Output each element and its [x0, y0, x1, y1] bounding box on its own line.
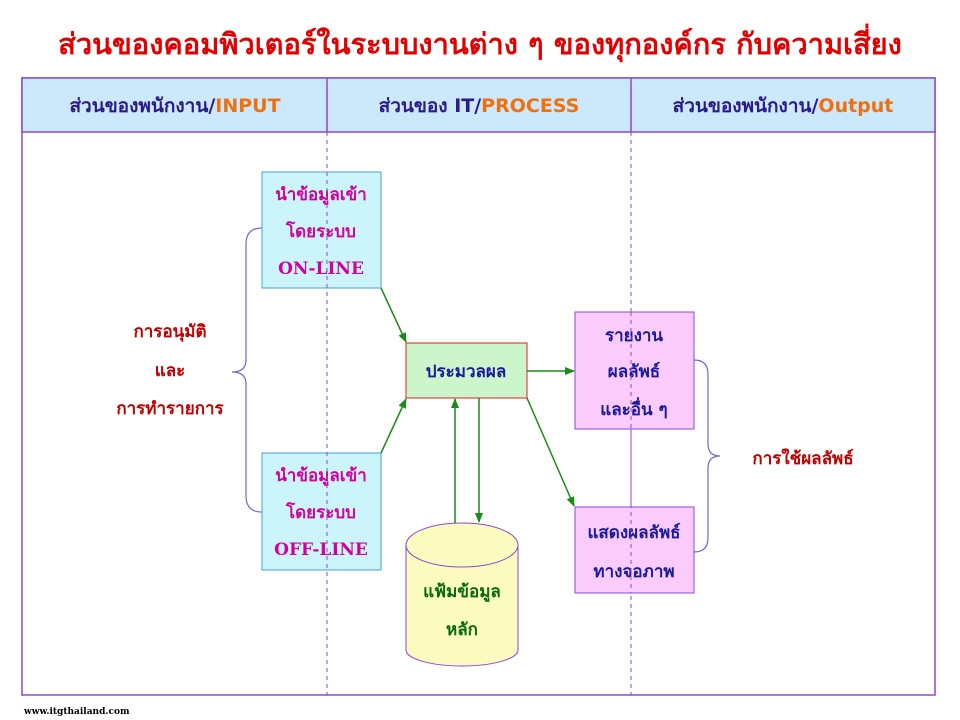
arrow-offline-to-process [380, 398, 407, 454]
svg-text:และอื่น ๆ: และอื่น ๆ [600, 397, 667, 420]
svg-text:ประมวลผล: ประมวลผล [426, 362, 507, 382]
right-brace [693, 359, 721, 553]
svg-text:การทำรายการ: การทำรายการ [116, 399, 224, 419]
svg-text:และ: และ [155, 361, 186, 381]
svg-text:การอนุมัติ: การอนุมัติ [133, 322, 206, 342]
svg-text:นำข้อมูลเข้า: นำข้อมูลเข้า [275, 466, 367, 487]
header-row [21, 77, 936, 133]
display-output-box: แสดงผลลัพธ์ ทางจอภาพ [574, 506, 695, 594]
column-header-output: ส่วนของพนักงาน/Output [673, 95, 894, 117]
svg-text:นำข้อมูลเข้า: นำข้อมูลเข้า [275, 185, 367, 206]
svg-text:โดยระบบ: โดยระบบ [285, 502, 356, 523]
online-input-box: นำข้อมูลเข้า โดยระบบ ON-LINE [261, 171, 382, 289]
left-brace [231, 227, 263, 513]
svg-text:แฟ้มข้อมูล: แฟ้มข้อมูล [423, 582, 501, 603]
right-label: การใช้ผลลัพธ์ [752, 448, 853, 469]
arrow-online-to-process [380, 287, 407, 343]
flow-arrows [380, 287, 575, 523]
svg-text:รายงาน: รายงาน [605, 326, 663, 346]
column-header-input: ส่วนของพนักงาน/INPUT [69, 95, 280, 117]
report-output-box: รายงาน ผลลัพธ์ และอื่น ๆ [574, 311, 695, 430]
footer-url: www.itgthailand.com [23, 707, 130, 717]
offline-input-box: นำข้อมูลเข้า โดยระบบ OFF-LINE [261, 452, 382, 571]
left-label: การอนุมัติ และ การทำรายการ [116, 322, 224, 419]
svg-text:โดยระบบ: โดยระบบ [285, 221, 356, 242]
master-file-cylinder: แฟ้มข้อมูล หลัก [405, 522, 519, 667]
arrow-process-to-display [526, 397, 575, 507]
svg-text:OFF-LINE: OFF-LINE [274, 540, 368, 560]
svg-text:แสดงผลลัพธ์: แสดงผลลัพธ์ [587, 522, 680, 543]
column-header-process: ส่วนของ IT/PROCESS [379, 95, 580, 117]
process-box: ประมวลผล [405, 342, 528, 399]
svg-text:ON-LINE: ON-LINE [278, 259, 364, 279]
svg-text:ผลลัพธ์: ผลลัพธ์ [608, 361, 660, 382]
svg-text:หลัก: หลัก [446, 620, 478, 640]
page-title: ส่วนของคอมพิวเตอร์ในระบบงานต่าง ๆ ของทุก… [58, 23, 902, 62]
svg-text:ทางจอภาพ: ทางจอภาพ [593, 562, 674, 582]
